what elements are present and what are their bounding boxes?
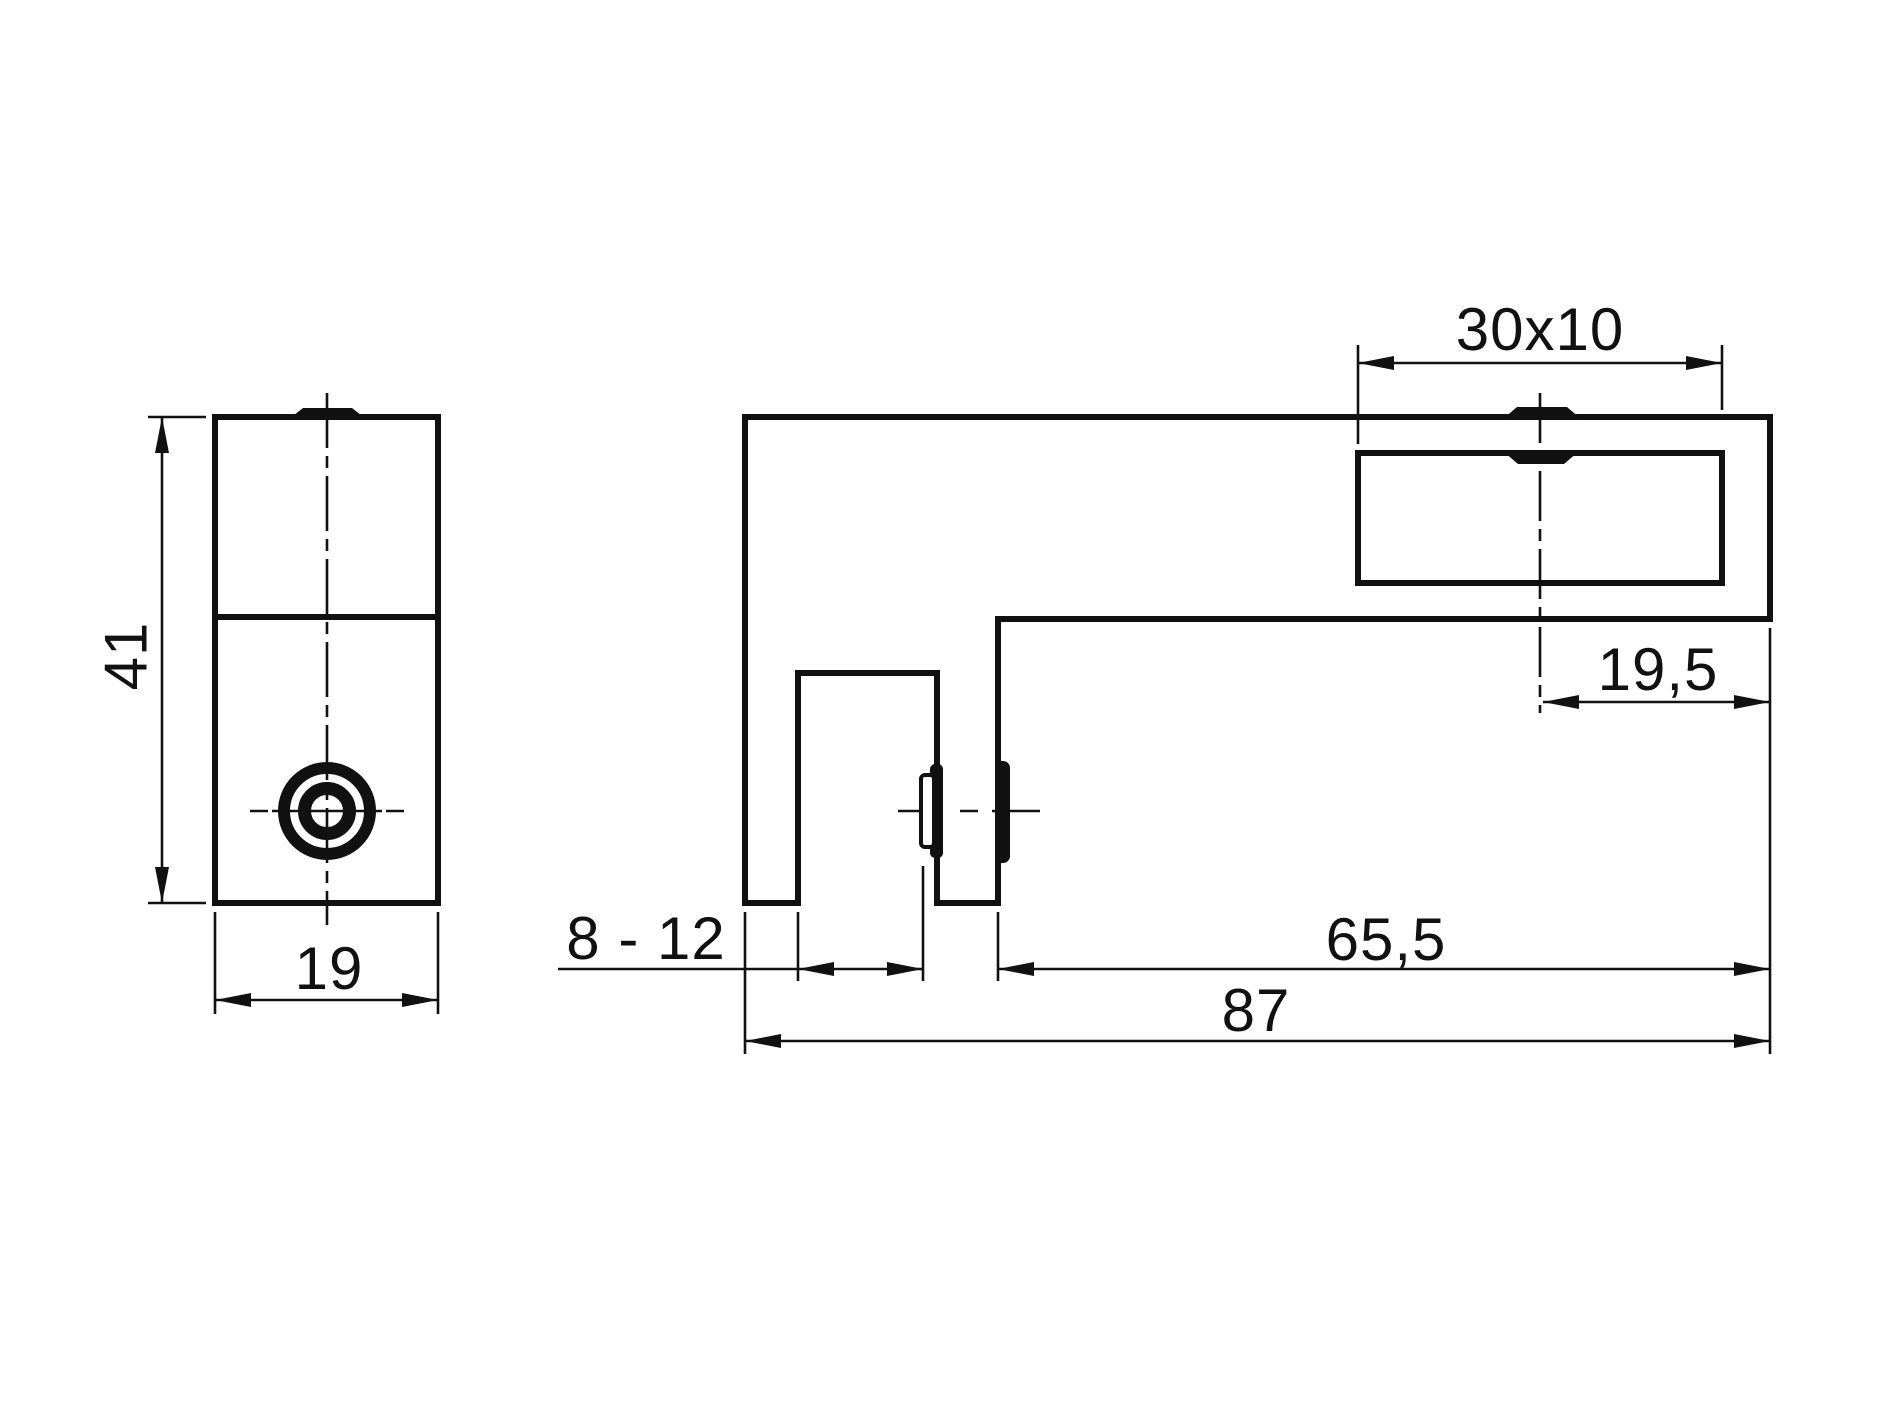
arrowhead-right xyxy=(887,962,923,976)
arrowhead-left xyxy=(215,993,251,1007)
dim-slot: 30x10 xyxy=(1356,296,1724,444)
arrowhead-left xyxy=(798,962,834,976)
arrowhead-right xyxy=(1686,356,1722,370)
arrowhead-left xyxy=(998,962,1034,976)
dim-slot-label: 30x10 xyxy=(1456,296,1624,363)
arrowhead-up xyxy=(155,417,169,453)
dim-screw-offset: 19,5 xyxy=(1543,628,1772,1054)
set-screw-top-profile xyxy=(1503,407,1581,419)
dim-clamp-range-label: 8 - 12 xyxy=(566,905,725,972)
arrowhead-left xyxy=(1543,695,1579,709)
dim-clamp-range: 8 - 12 xyxy=(558,866,925,981)
arrowhead-right xyxy=(1734,695,1770,709)
arrowhead-right xyxy=(1734,962,1770,976)
arrowhead-right xyxy=(1734,1034,1770,1048)
arrowhead-left xyxy=(745,1034,781,1048)
screw-hole-socket-ring xyxy=(298,782,356,840)
front-view: 41 19 xyxy=(93,393,441,1014)
dim-height: 41 xyxy=(93,415,206,905)
arrowhead-left xyxy=(1358,356,1394,370)
dim-width: 19 xyxy=(213,912,440,1014)
dim-arm-length-label: 65,5 xyxy=(1326,906,1447,973)
dim-arm-length: 65,5 xyxy=(996,906,1770,981)
screw-hole-outer-ring xyxy=(278,762,376,860)
dim-height-label: 41 xyxy=(93,622,160,691)
side-view-outline xyxy=(742,414,1773,906)
dim-screw-offset-label: 19,5 xyxy=(1598,636,1719,703)
dim-total-length: 87 xyxy=(743,912,1770,1054)
set-screw-top-profile xyxy=(289,408,366,419)
arrowhead-right xyxy=(402,993,438,1007)
side-view: 30x10 19,5 8 - 12 65,5 xyxy=(558,296,1773,1054)
dim-total-length-label: 87 xyxy=(1222,977,1291,1044)
arrowhead-down xyxy=(155,867,169,903)
dim-width-label: 19 xyxy=(295,935,364,1002)
clamp-pad-tip xyxy=(919,773,936,849)
